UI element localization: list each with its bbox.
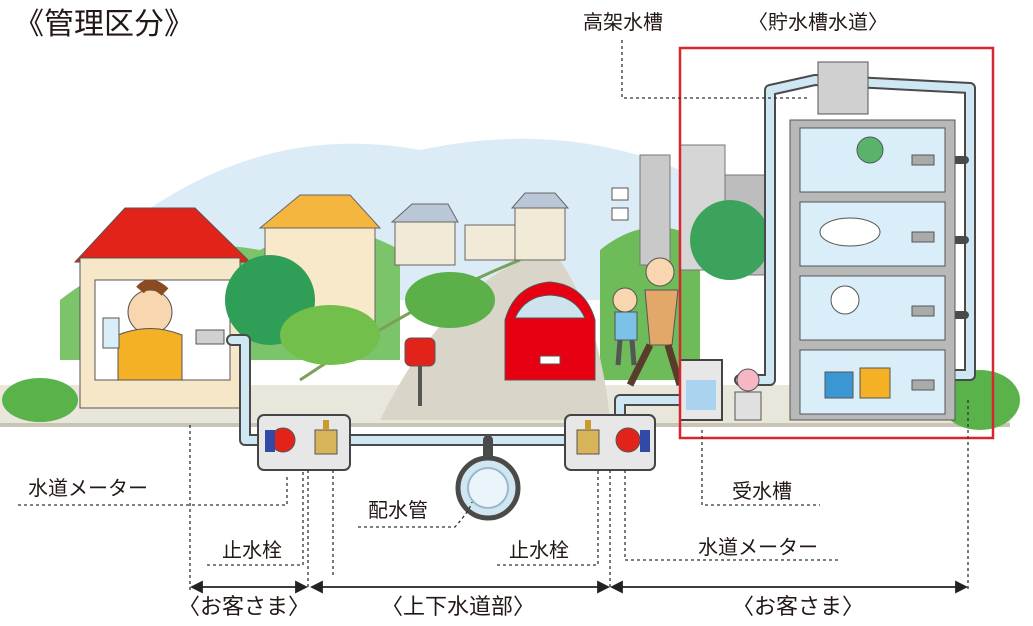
receiving-tank	[679, 359, 762, 421]
diagram-title: 《管理区分》	[14, 7, 194, 42]
label-stop-valve-left: 止水栓	[222, 538, 282, 562]
label-stop-valve-right: 止水栓	[509, 538, 569, 562]
trees	[2, 200, 1020, 430]
customer-house-left	[73, 207, 252, 409]
label-storage-tank-water: 〈貯水槽水道〉	[748, 10, 888, 34]
label-receiving-tank: 受水槽	[732, 479, 792, 503]
post-box	[404, 337, 436, 406]
distribution-main	[455, 455, 521, 521]
storage-tank-highlight-frame	[678, 46, 995, 440]
teapot-icon	[830, 285, 860, 315]
person-icon	[127, 289, 173, 335]
cup-icon	[856, 136, 884, 164]
label-distribution-pipe: 配水管	[368, 498, 428, 522]
apartment-building	[789, 61, 956, 421]
meter-box-right	[564, 414, 656, 471]
dishes-icon	[819, 217, 881, 247]
section-waterworks: 〈上下水道部〉	[381, 595, 536, 620]
section-customer-right: 〈お客さま〉	[732, 595, 865, 620]
meter-box-left	[257, 414, 351, 471]
laundry-icon	[824, 371, 854, 399]
family	[612, 257, 684, 387]
label-water-meter-left: 水道メーター	[28, 476, 148, 500]
car	[504, 281, 596, 381]
label-water-meter-right: 水道メーター	[698, 535, 818, 559]
section-arrows	[189, 580, 969, 594]
leader-lines	[18, 40, 969, 590]
label-elevated-tank: 高架水槽	[583, 10, 663, 34]
section-customer-left: 〈お客さま〉	[178, 595, 311, 620]
